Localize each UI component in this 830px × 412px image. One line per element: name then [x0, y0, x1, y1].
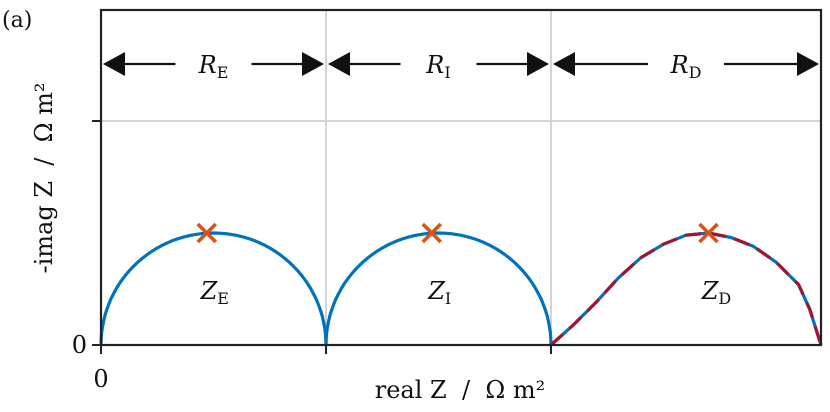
x-axis-label: real Z / Ω m²	[375, 376, 545, 404]
y-axis-label: -imag Z / Ω m²	[30, 82, 58, 273]
x-tick-label: 0	[93, 365, 108, 393]
arrowhead-right	[527, 52, 549, 76]
arrowhead-left	[328, 52, 350, 76]
impedance-curve-3	[549, 231, 823, 347]
resistance-label-D: RD	[670, 51, 702, 82]
resistance-span-E: RE	[103, 51, 324, 82]
grid-lines	[101, 10, 821, 345]
resistance-label-E: RE	[198, 51, 229, 82]
arrowhead-left	[553, 52, 575, 76]
impedance-label-I: ZI	[427, 277, 451, 308]
impedance-curve-1	[99, 231, 328, 346]
y-tick-label: 0	[72, 331, 87, 359]
plot-area	[99, 231, 823, 347]
impedance-label-D: ZD	[701, 277, 732, 308]
axes-frame	[99, 8, 823, 347]
resistance-span-I: RI	[328, 51, 549, 82]
arrowhead-right	[302, 52, 324, 76]
resistance-arrows: RE RI RD	[103, 51, 819, 82]
peak-markers: ZE ZI ZD	[196, 222, 732, 308]
resistance-label-I: RI	[425, 51, 450, 82]
axis-ticks: 00	[72, 120, 552, 393]
impedance-curve-2	[324, 231, 553, 346]
panel-label: (a)	[2, 8, 32, 33]
resistance-span-D: RD	[553, 51, 819, 82]
impedance-label-E: ZE	[200, 277, 229, 308]
peak-marker-E	[196, 222, 218, 244]
arrowhead-left	[103, 52, 125, 76]
arrowhead-right	[797, 52, 819, 76]
peak-marker-D	[698, 222, 719, 244]
peak-marker-I	[421, 222, 443, 244]
impedance-curve-overlay	[549, 231, 823, 347]
